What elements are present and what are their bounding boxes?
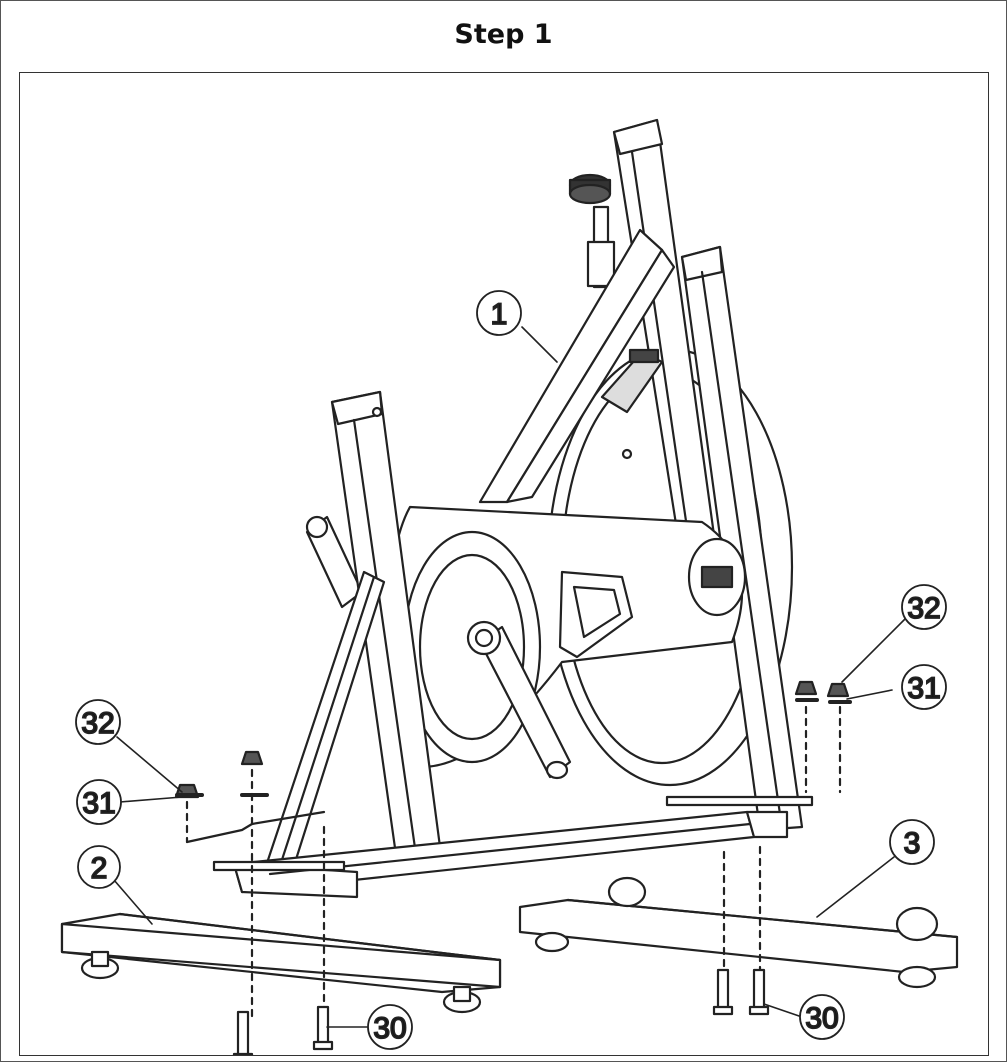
front-upright-tube (680, 245, 804, 832)
hardware-right (712, 680, 852, 1016)
front-stabilizer (60, 912, 502, 1014)
callout-part-1: 1 (476, 290, 522, 336)
callout-part-32-left: 32 (75, 699, 121, 745)
callout-label: 30 (373, 1012, 406, 1045)
hardware-left (174, 750, 334, 1055)
assembly-diagram-frame: 1 2 3 30 30 (19, 72, 989, 1056)
crank-arm (466, 620, 572, 780)
callout-label: 1 (491, 298, 508, 331)
callout-label: 3 (904, 827, 921, 860)
callout-label: 32 (907, 592, 940, 625)
callout-part-32-right: 32 (901, 584, 947, 630)
callout-label: 31 (907, 672, 940, 705)
callout-part-31-right: 31 (901, 664, 947, 710)
callout-part-3: 3 (889, 819, 935, 865)
main-diagonal-tube (478, 228, 676, 504)
callout-label: 30 (805, 1002, 838, 1035)
callout-label: 31 (82, 787, 115, 820)
exploded-assembly-diagram: 1 2 3 30 30 (60, 118, 959, 1055)
bottom-frame-rail (212, 795, 814, 899)
callout-label: 32 (81, 707, 114, 740)
callout-part-30-right: 30 (799, 994, 845, 1040)
rear-stabilizer (518, 876, 959, 989)
seat-adjust-knob (568, 173, 616, 289)
brake-assembly (600, 348, 664, 414)
step-title: Step 1 (454, 18, 553, 50)
callout-part-30-left: 30 (367, 1004, 413, 1050)
callout-label: 2 (91, 852, 108, 885)
step-header: Step 1 (1, 1, 1006, 67)
callout-part-2: 2 (77, 845, 121, 889)
callout-leaders (113, 326, 908, 1028)
callout-part-31-left: 31 (76, 779, 122, 825)
